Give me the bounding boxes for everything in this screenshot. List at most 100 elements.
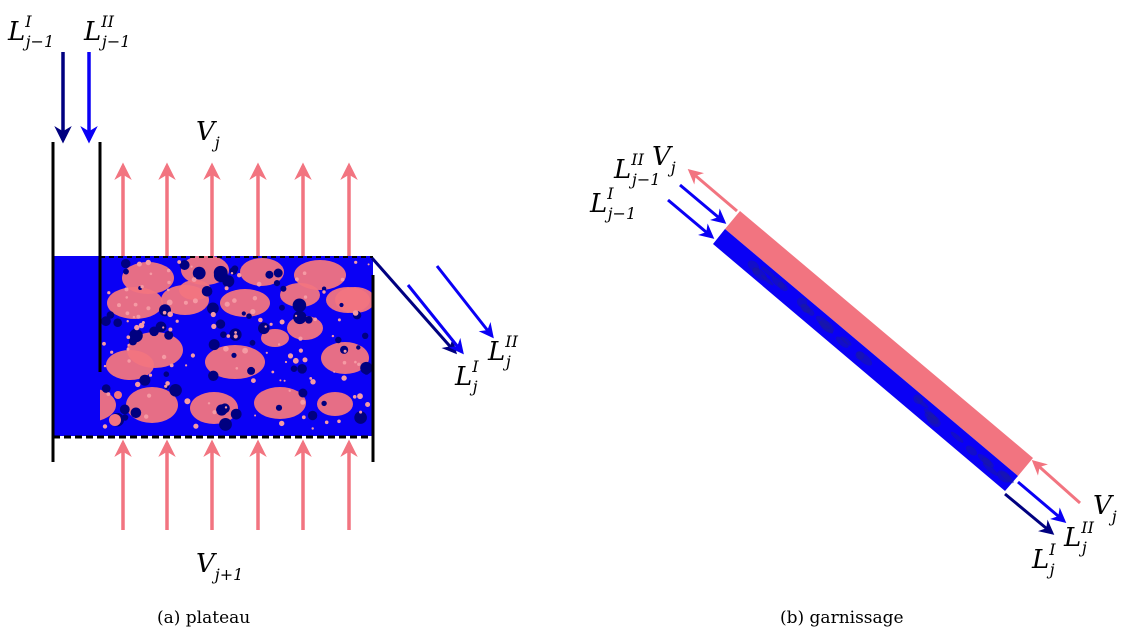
packing-label-vapor-out: Vj xyxy=(652,142,676,177)
vapor-bubble xyxy=(326,287,370,313)
vapor-microbubble xyxy=(302,271,307,276)
liquid-droplet xyxy=(101,384,111,393)
packing-caption: (b) garnissage xyxy=(780,608,904,628)
liquid-droplet xyxy=(201,286,213,297)
packing-texture-mark xyxy=(840,336,852,346)
vapor-microbubble xyxy=(106,392,111,396)
vapor-microbubble xyxy=(193,423,199,429)
vapor-microbubble xyxy=(242,347,249,354)
vapor-microbubble xyxy=(251,378,256,383)
vapor-microbubble xyxy=(162,326,165,329)
vapor-microbubble xyxy=(224,301,230,307)
liquid-droplet xyxy=(119,404,130,415)
liquid-droplet xyxy=(321,400,327,407)
vapor-microbubble xyxy=(124,287,129,292)
vapor-microbubble xyxy=(210,311,216,318)
packing-texture-mark xyxy=(806,308,815,316)
vapor-microbubble xyxy=(295,277,299,282)
vapor-microbubble xyxy=(367,263,370,266)
vapor-microbubble xyxy=(167,311,173,318)
vapor-microbubble xyxy=(333,370,336,373)
vapor-microbubble xyxy=(357,362,361,366)
vapor-microbubble xyxy=(298,336,303,341)
vapor-microbubble xyxy=(340,277,345,282)
vapor-microbubble xyxy=(298,348,303,353)
vapor-microbubble xyxy=(168,327,173,332)
vapor-microbubble xyxy=(352,310,359,316)
vapor-microbubble xyxy=(359,410,363,414)
vapor-microbubble xyxy=(310,379,316,385)
packing-texture-mark xyxy=(771,276,785,289)
vapor-microbubble xyxy=(226,334,231,338)
vapor-microbubble xyxy=(233,334,238,339)
vapor-microbubble xyxy=(309,377,313,380)
vapor-microbubble xyxy=(146,306,151,311)
liquid-droplet xyxy=(339,302,344,308)
vapor-microbubble xyxy=(352,395,357,399)
vapor-microbubble xyxy=(102,424,108,429)
vapor-microbubble xyxy=(230,272,234,275)
plate-caption: (a) plateau xyxy=(157,608,250,628)
liquid-droplet xyxy=(298,388,308,398)
vapor-bubble xyxy=(261,329,289,347)
liquid-droplet xyxy=(220,331,227,339)
packing-vapor-out-arrow xyxy=(687,169,738,213)
liquid-droplet xyxy=(121,414,129,421)
packing-liquid-in-arrow-2 xyxy=(679,183,727,224)
liquid-droplet xyxy=(128,337,137,346)
vapor-microbubble xyxy=(283,379,286,382)
vapor-microbubble xyxy=(354,260,358,264)
vapor-microbubble xyxy=(254,414,257,417)
vapor-microbubble xyxy=(341,375,347,381)
liquid-droplet xyxy=(230,408,242,420)
vapor-microbubble xyxy=(324,420,329,425)
vapor-microbubble xyxy=(165,381,170,386)
liquid-droplet xyxy=(241,311,246,316)
liquid-droplet xyxy=(208,339,220,351)
liquid-droplet xyxy=(121,258,131,269)
vapor-microbubble xyxy=(223,346,229,352)
packing-texture-mark xyxy=(761,266,776,279)
liquid-droplet xyxy=(219,418,232,431)
vapor-microbubble xyxy=(145,259,151,266)
packing-texture-mark xyxy=(927,414,941,428)
packing-liquid-in-arrow-1 xyxy=(667,198,715,239)
vapor-microbubble xyxy=(144,414,149,419)
liquid-droplet xyxy=(163,371,170,378)
vapor-microbubble xyxy=(147,393,152,398)
vapor-microbubble xyxy=(161,354,167,360)
vapor-microbubble xyxy=(277,343,281,346)
vapor-microbubble xyxy=(279,379,282,382)
vapor-bubble xyxy=(100,389,116,421)
vapor-microbubble xyxy=(224,286,229,291)
vapor-microbubble xyxy=(271,370,275,374)
liquid-droplet xyxy=(307,410,318,421)
packing-liquid-texture xyxy=(747,260,1014,484)
vapor-microbubble xyxy=(343,349,347,353)
liquid-droplet xyxy=(231,352,237,358)
vapor-microbubble xyxy=(107,291,111,295)
vapor-microbubble xyxy=(117,303,121,308)
vapor-microbubble xyxy=(164,384,168,388)
vapor-microbubble xyxy=(162,310,167,315)
vapor-microbubble xyxy=(287,353,294,359)
liquid-droplet xyxy=(356,345,361,350)
packing-texture-mark xyxy=(835,336,849,348)
vapor-microbubble xyxy=(337,419,341,424)
packing-texture-mark xyxy=(950,431,964,443)
vapor-microbubble xyxy=(279,420,285,427)
vapor-microbubble xyxy=(190,265,193,268)
liquid-droplet xyxy=(258,322,270,335)
plate-liquid-out-arrow-3 xyxy=(435,265,494,339)
vapor-microbubble xyxy=(140,285,144,289)
liquid-droplet xyxy=(335,336,342,344)
vapor-microbubble xyxy=(132,315,136,319)
liquid-droplet xyxy=(297,364,307,374)
vapor-microbubble xyxy=(126,320,129,323)
vapor-bubble xyxy=(106,350,154,380)
vapor-bubble xyxy=(317,392,353,416)
packing-texture-mark xyxy=(761,274,774,286)
vapor-microbubble xyxy=(127,344,130,347)
